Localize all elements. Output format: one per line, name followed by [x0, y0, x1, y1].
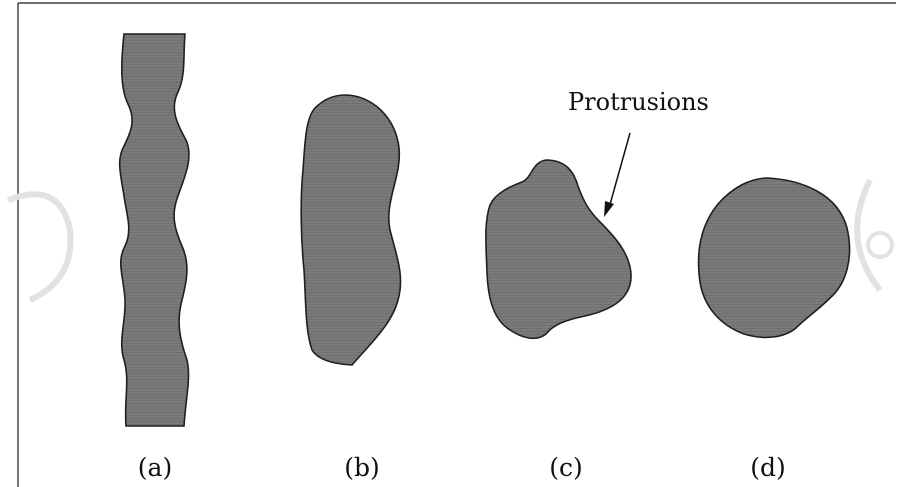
shape-d-rounded	[699, 178, 850, 337]
protrusions-label: Protrusions	[568, 88, 709, 116]
panel-label-c: (c)	[549, 453, 583, 482]
protrusions-arrow	[604, 133, 630, 217]
panel-label-b: (b)	[344, 453, 380, 482]
shape-a-column	[120, 34, 189, 426]
panel-label-a: (a)	[138, 453, 172, 482]
shape-b-elongated	[301, 95, 400, 365]
shape-c-protrusions	[486, 160, 631, 338]
panel-label-d: (d)	[750, 453, 786, 482]
